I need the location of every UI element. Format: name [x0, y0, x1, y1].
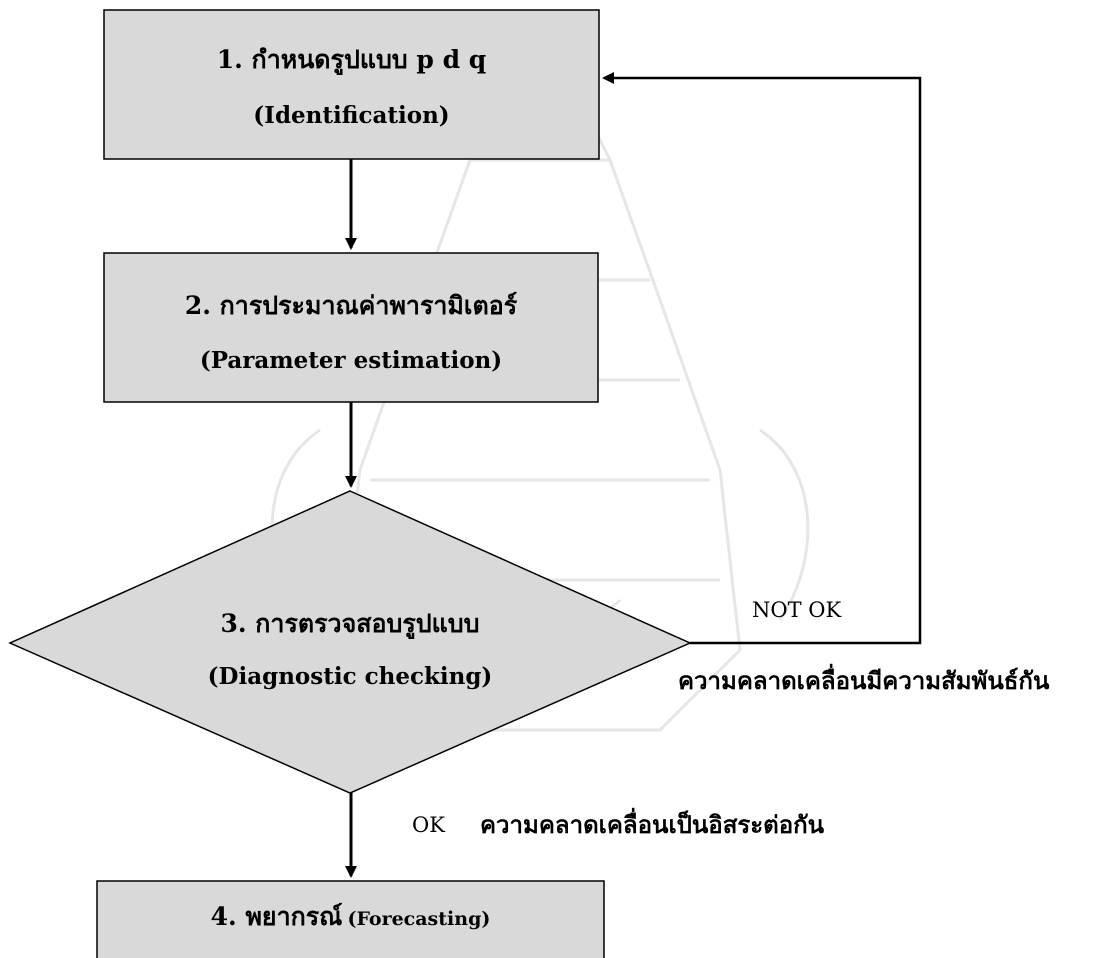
step-box-estimation	[103, 252, 599, 403]
not-ok-note: ความคลาดเคลื่อนมีความสัมพันธ์กัน	[678, 666, 1050, 695]
checking-subtitle: (Diagnostic checking)	[207, 663, 493, 690]
checking-title: 3. การตรวจสอบรูปแบบ	[220, 609, 480, 638]
not-ok-label: NOT OK	[752, 598, 842, 622]
forecasting-title-en: (Forecasting)	[347, 908, 491, 930]
ok-note: ความคลาดเคลื่อนเป็นอิสระต่อกัน	[480, 810, 825, 839]
step-box-forecasting	[96, 880, 605, 958]
estimation-subtitle: (Parameter estimation)	[199, 347, 503, 374]
arrow-feedback-not-ok	[602, 72, 922, 645]
ok-label: OK	[412, 813, 445, 837]
forecasting-title-thai: 4. พยากรณ์	[210, 902, 343, 931]
identification-subtitle: (Identification)	[253, 102, 450, 129]
forecasting-title: 4. พยากรณ์ (Forecasting)	[97, 897, 604, 937]
identification-title: 1. กำหนดรูปแบบ p d q	[216, 45, 487, 74]
step-box-identification	[103, 9, 600, 160]
estimation-title: 2. การประมาณค่าพารามิเตอร์	[184, 291, 518, 320]
